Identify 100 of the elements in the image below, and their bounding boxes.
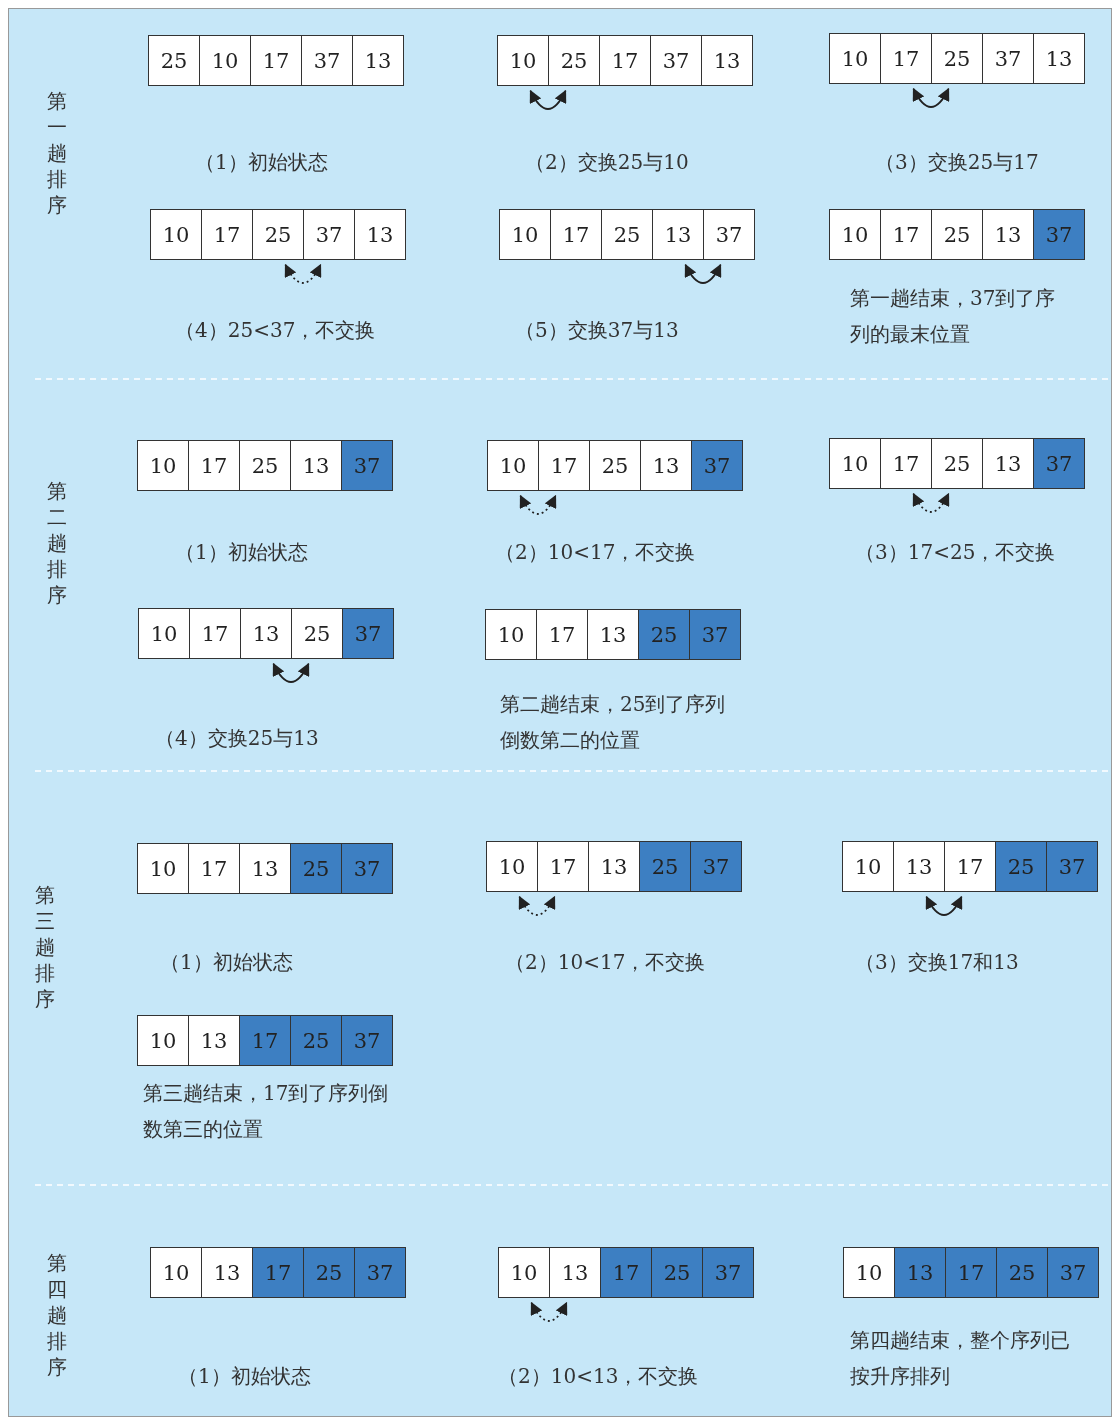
array-cell: 10 bbox=[842, 841, 894, 892]
array-cell: 10 bbox=[486, 841, 538, 892]
array-cell: 17 bbox=[880, 33, 932, 84]
array-cell: 10 bbox=[487, 440, 539, 491]
array-cell: 25 bbox=[290, 843, 342, 894]
no-swap-arrow bbox=[912, 492, 950, 513]
array-cell: 37 bbox=[702, 1247, 754, 1298]
array-cell: 37 bbox=[354, 1247, 406, 1298]
step-caption: （3）交换17和13 bbox=[855, 949, 1020, 976]
array-cell: 17 bbox=[880, 438, 932, 489]
array-cell: 13 bbox=[640, 440, 692, 491]
array-cell: 37 bbox=[1047, 1247, 1099, 1298]
array-cell: 13 bbox=[587, 609, 639, 660]
array-cell: 10 bbox=[199, 35, 251, 86]
step-caption: 第二趟结束，25到了序列倒数第二的位置 bbox=[500, 691, 727, 754]
step-caption: （4）25<37，不交换 bbox=[175, 317, 377, 344]
array-cell: 17 bbox=[599, 35, 651, 86]
array-cell: 37 bbox=[1033, 438, 1085, 489]
array-cell: 25 bbox=[931, 33, 983, 84]
array-cell: 10 bbox=[137, 1015, 189, 1066]
array-cell: 25 bbox=[239, 440, 291, 491]
array-cell: 17 bbox=[600, 1247, 652, 1298]
step-caption: （1）初始状态 bbox=[195, 149, 329, 176]
array-cell: 37 bbox=[342, 608, 394, 659]
array-cell: 37 bbox=[341, 843, 393, 894]
array-cell: 25 bbox=[148, 35, 200, 86]
step-caption: 第三趟结束，17到了序列倒数第三的位置 bbox=[143, 1080, 390, 1143]
array-cell: 13 bbox=[354, 209, 406, 260]
step-caption: （3）17<25，不交换 bbox=[855, 539, 1057, 566]
no-swap-arrow bbox=[518, 895, 556, 916]
array-cell: 25 bbox=[651, 1247, 703, 1298]
array-cell: 13 bbox=[894, 1247, 946, 1298]
array-cell: 10 bbox=[843, 1247, 895, 1298]
array-cell: 13 bbox=[290, 440, 342, 491]
array-cell: 13 bbox=[701, 35, 753, 86]
array-cell: 37 bbox=[689, 609, 741, 660]
array-cell: 25 bbox=[995, 841, 1047, 892]
array-cell: 17 bbox=[188, 440, 240, 491]
pass-heading: 第二趟排序 bbox=[46, 478, 68, 608]
array-cell: 13 bbox=[588, 841, 640, 892]
array-cell: 37 bbox=[982, 33, 1034, 84]
array-cell: 17 bbox=[550, 209, 602, 260]
array-cell: 13 bbox=[188, 1015, 240, 1066]
array-cell: 25 bbox=[996, 1247, 1048, 1298]
array-cell: 13 bbox=[652, 209, 704, 260]
array-cell: 13 bbox=[982, 438, 1034, 489]
array-cell: 37 bbox=[341, 1015, 393, 1066]
array-cell: 37 bbox=[650, 35, 702, 86]
swap-arrow bbox=[684, 263, 722, 284]
array-cell: 37 bbox=[1046, 841, 1098, 892]
array-cell: 25 bbox=[291, 608, 343, 659]
step-caption: （1）初始状态 bbox=[175, 539, 309, 566]
array-cell: 10 bbox=[829, 209, 881, 260]
array-cell: 37 bbox=[690, 841, 742, 892]
array-cell: 25 bbox=[252, 209, 304, 260]
step-caption: （2）10<17，不交换 bbox=[505, 949, 707, 976]
array-cell: 10 bbox=[829, 33, 881, 84]
pass-heading: 第一趟排序 bbox=[46, 88, 68, 218]
array-cell: 17 bbox=[538, 440, 590, 491]
array-cell: 17 bbox=[188, 843, 240, 894]
pass-heading: 第三趟排序 bbox=[34, 882, 56, 1012]
array-cell: 17 bbox=[536, 609, 588, 660]
array-cell: 25 bbox=[601, 209, 653, 260]
array-cell: 17 bbox=[944, 841, 996, 892]
no-swap-arrow bbox=[519, 494, 557, 515]
array-cell: 13 bbox=[893, 841, 945, 892]
array-cell: 13 bbox=[239, 843, 291, 894]
step-caption: （2）交换25与10 bbox=[525, 149, 690, 176]
swap-arrow bbox=[912, 87, 950, 108]
step-caption: （4）交换25与13 bbox=[155, 725, 320, 752]
array-cell: 10 bbox=[138, 608, 190, 659]
array-cell: 10 bbox=[137, 440, 189, 491]
array-cell: 17 bbox=[880, 209, 932, 260]
array-cell: 37 bbox=[691, 440, 743, 491]
array-cell: 13 bbox=[1033, 33, 1085, 84]
step-caption: 第四趟结束，整个序列已按升序排列 bbox=[850, 1327, 1071, 1390]
swap-arrow bbox=[272, 662, 310, 683]
step-caption: （1）初始状态 bbox=[160, 949, 294, 976]
step-caption: （5）交换37与13 bbox=[515, 317, 680, 344]
array-cell: 37 bbox=[703, 209, 755, 260]
array-cell: 25 bbox=[638, 609, 690, 660]
array-cell: 10 bbox=[485, 609, 537, 660]
array-cell: 17 bbox=[250, 35, 302, 86]
array-cell: 17 bbox=[201, 209, 253, 260]
array-cell: 25 bbox=[931, 438, 983, 489]
array-cell: 37 bbox=[301, 35, 353, 86]
array-cell: 10 bbox=[829, 438, 881, 489]
array-cell: 17 bbox=[537, 841, 589, 892]
array-cell: 17 bbox=[189, 608, 241, 659]
step-caption: （1）初始状态 bbox=[178, 1363, 312, 1390]
swap-arrow bbox=[529, 89, 567, 110]
array-cell: 10 bbox=[499, 209, 551, 260]
swap-arrow bbox=[925, 895, 963, 916]
array-cell: 25 bbox=[931, 209, 983, 260]
array-cell: 37 bbox=[1033, 209, 1085, 260]
array-cell: 17 bbox=[252, 1247, 304, 1298]
step-caption: （2）10<17，不交换 bbox=[495, 539, 697, 566]
array-cell: 37 bbox=[303, 209, 355, 260]
array-cell: 13 bbox=[982, 209, 1034, 260]
array-cell: 25 bbox=[290, 1015, 342, 1066]
